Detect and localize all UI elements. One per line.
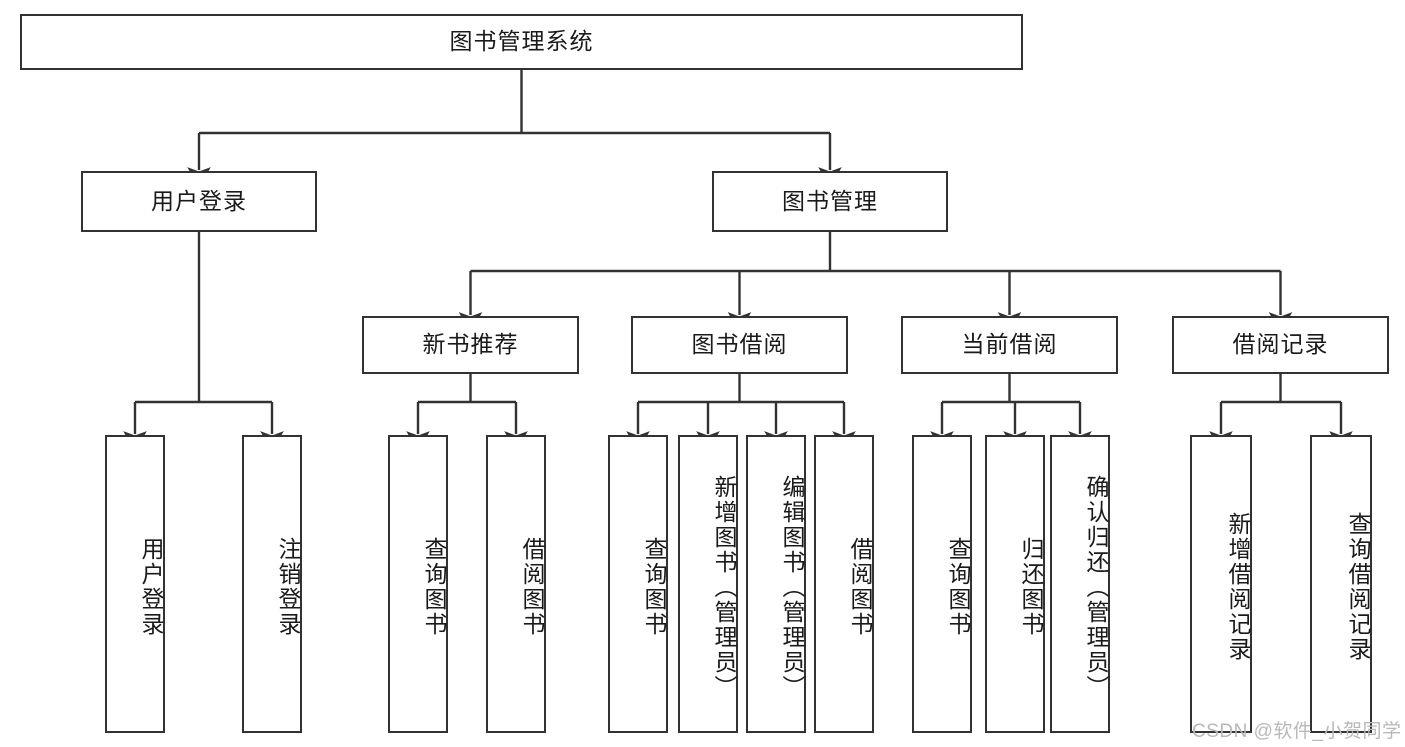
watermark-label: CSDN @软件_小贺同学: [1192, 721, 1402, 742]
node-label: 借阅记录: [1232, 331, 1329, 358]
node-records[interactable]: 借阅记录: [1172, 316, 1389, 374]
node-leaf11[interactable]: 确认归还（管理员）: [1050, 435, 1110, 733]
node-leaf13[interactable]: 查询借阅记录: [1310, 435, 1372, 733]
node-bookmgmt[interactable]: 图书管理: [712, 171, 948, 232]
node-label: 查询图书: [945, 537, 971, 637]
node-label: 图书借阅: [691, 331, 788, 358]
node-label: 借阅图书: [519, 537, 545, 637]
node-current[interactable]: 当前借阅: [901, 316, 1118, 374]
node-borrow[interactable]: 图书借阅: [631, 316, 848, 374]
node-label: 查询图书: [421, 537, 447, 637]
node-leaf5[interactable]: 查询图书: [608, 435, 668, 733]
node-leaf9[interactable]: 查询图书: [912, 435, 972, 733]
node-leaf4[interactable]: 借阅图书: [486, 435, 546, 733]
node-leaf3[interactable]: 查询图书: [388, 435, 448, 733]
node-label: 用户登录: [138, 537, 164, 637]
node-label: 新增图书（管理员）: [711, 474, 737, 700]
node-label: 查询借阅记录: [1345, 512, 1371, 662]
node-label: 注销登录: [275, 537, 301, 637]
node-leaf2[interactable]: 注销登录: [242, 435, 302, 733]
node-leaf12[interactable]: 新增借阅记录: [1190, 435, 1252, 733]
node-label: 确认归还（管理员）: [1083, 474, 1109, 700]
node-label: 图书管理: [782, 187, 878, 214]
node-label: 新书推荐: [422, 331, 519, 358]
node-leaf6[interactable]: 新增图书（管理员）: [678, 435, 738, 733]
node-login[interactable]: 用户登录: [81, 171, 317, 232]
node-leaf7[interactable]: 编辑图书（管理员）: [746, 435, 806, 733]
node-leaf1[interactable]: 用户登录: [105, 435, 165, 733]
node-label: 查询图书: [641, 537, 667, 637]
node-root[interactable]: 图书管理系统: [20, 14, 1023, 70]
node-leaf8[interactable]: 借阅图书: [814, 435, 874, 733]
node-newbook[interactable]: 新书推荐: [362, 316, 579, 374]
node-label: 编辑图书（管理员）: [779, 474, 805, 700]
node-label: 归还图书: [1018, 537, 1044, 637]
node-label: 用户登录: [151, 187, 247, 214]
node-leaf10[interactable]: 归还图书: [985, 435, 1045, 733]
node-label: 新增借阅记录: [1225, 512, 1251, 662]
node-label: 图书管理系统: [449, 28, 594, 55]
node-label: 当前借阅: [961, 331, 1058, 358]
node-label: 借阅图书: [847, 537, 873, 637]
